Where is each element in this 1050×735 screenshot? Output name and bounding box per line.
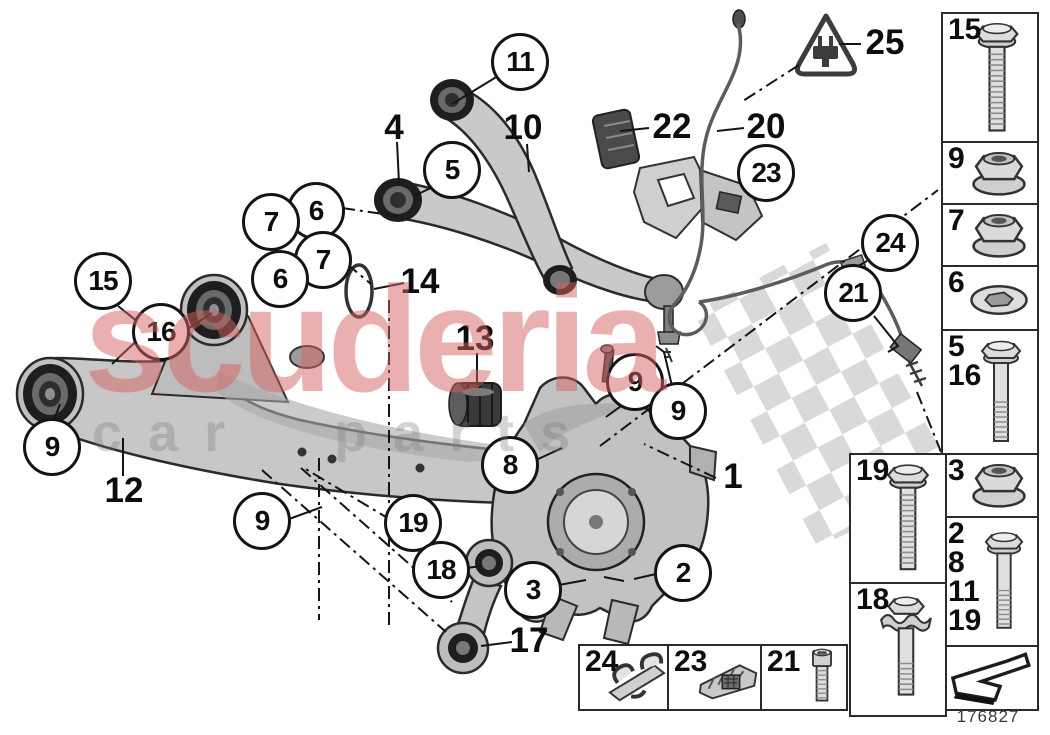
legend-box-19[interactable]: 19 xyxy=(849,453,947,586)
part-guiding-arm xyxy=(430,79,577,295)
washer-icon xyxy=(969,283,1029,317)
direction-arrow-icon xyxy=(947,651,1033,705)
electric-plug-warning-triangle-icon xyxy=(795,13,857,77)
legend-number: 24 xyxy=(585,645,619,678)
label-25[interactable]: 25 xyxy=(865,23,905,62)
legend-box-23[interactable]: 23 xyxy=(667,644,766,711)
flange-nut-icon xyxy=(971,151,1027,197)
flange-bolt-long-icon xyxy=(885,461,931,577)
label-12[interactable]: 12 xyxy=(104,471,144,510)
label-20[interactable]: 20 xyxy=(746,107,786,146)
part-o-ring xyxy=(344,263,374,319)
legend-number: 19 xyxy=(856,454,890,487)
legend-number: 7 xyxy=(948,204,965,237)
legend-number: 21 xyxy=(767,645,801,678)
legend-number: 16 xyxy=(948,359,982,393)
legend-number: 2 xyxy=(948,517,965,550)
part-rubber-bushing xyxy=(448,382,502,427)
callout-11[interactable]: 11 xyxy=(491,33,549,91)
label-4[interactable]: 4 xyxy=(384,108,404,147)
callout-2[interactable]: 2 xyxy=(654,544,712,602)
callout-24[interactable]: 24 xyxy=(861,214,919,272)
callout-9c[interactable]: 9 xyxy=(23,418,81,476)
label-14[interactable]: 14 xyxy=(400,262,440,301)
legend-box-arrow[interactable] xyxy=(941,645,1039,711)
legend-box-5-16[interactable]: 5 16 xyxy=(941,329,1039,457)
legend-number: 9 xyxy=(948,142,965,175)
label-1[interactable]: 1 xyxy=(723,457,743,496)
label-13[interactable]: 13 xyxy=(455,319,495,358)
flange-bolt-icon xyxy=(979,337,1023,449)
callout-21[interactable]: 21 xyxy=(824,264,882,322)
callout-7a[interactable]: 7 xyxy=(242,193,300,251)
legend-box-9[interactable]: 9 xyxy=(941,141,1039,207)
callout-23[interactable]: 23 xyxy=(737,144,795,202)
part-stabilizer-link xyxy=(436,538,514,675)
callout-16[interactable]: 16 xyxy=(132,303,190,361)
label-22[interactable]: 22 xyxy=(652,107,692,146)
callout-19[interactable]: 19 xyxy=(384,494,442,552)
part-wheel-carrier xyxy=(490,344,718,646)
drawing-number: 176827 xyxy=(956,707,1020,726)
flange-nut-icon xyxy=(971,213,1027,259)
callout-5[interactable]: 5 xyxy=(423,141,481,199)
socket-head-screw-icon xyxy=(804,648,840,706)
callout-15[interactable]: 15 xyxy=(74,252,132,310)
legend-box-7[interactable]: 7 xyxy=(941,203,1039,269)
flange-bolt-icon xyxy=(983,524,1025,640)
part-abs-sensor-harness xyxy=(591,9,927,387)
legend-box-6[interactable]: 6 xyxy=(941,265,1039,333)
legend-number: 5 xyxy=(948,330,965,363)
callout-6b[interactable]: 6 xyxy=(251,250,309,308)
legend-number: 8 xyxy=(948,546,965,580)
flange-nut-icon xyxy=(971,463,1027,509)
legend-box-2-8-11-19[interactable]: 2 8 11 19 xyxy=(941,516,1039,649)
callout-9d[interactable]: 9 xyxy=(233,492,291,550)
label-10[interactable]: 10 xyxy=(503,108,543,147)
callout-8[interactable]: 8 xyxy=(481,436,539,494)
callout-3[interactable]: 3 xyxy=(504,561,562,619)
legend-box-18[interactable]: 18 xyxy=(849,582,947,717)
legend-number: 18 xyxy=(856,583,890,616)
legend-box-3[interactable]: 3 xyxy=(941,453,1039,520)
callout-9b[interactable]: 9 xyxy=(649,382,707,440)
legend-box-21[interactable]: 21 xyxy=(760,644,848,711)
legend-number: 15 xyxy=(948,13,982,46)
legend-number: 11 xyxy=(948,575,980,609)
label-17[interactable]: 17 xyxy=(509,621,549,660)
legend-number: 23 xyxy=(674,645,708,678)
callout-18[interactable]: 18 xyxy=(412,541,470,599)
legend-number: 19 xyxy=(948,604,982,638)
legend-number: 6 xyxy=(948,266,965,299)
legend-box-24[interactable]: 24 xyxy=(578,644,673,711)
legend-box-15[interactable]: 15 xyxy=(941,12,1039,145)
leader-lines xyxy=(53,43,900,647)
legend-number: 3 xyxy=(948,454,965,487)
